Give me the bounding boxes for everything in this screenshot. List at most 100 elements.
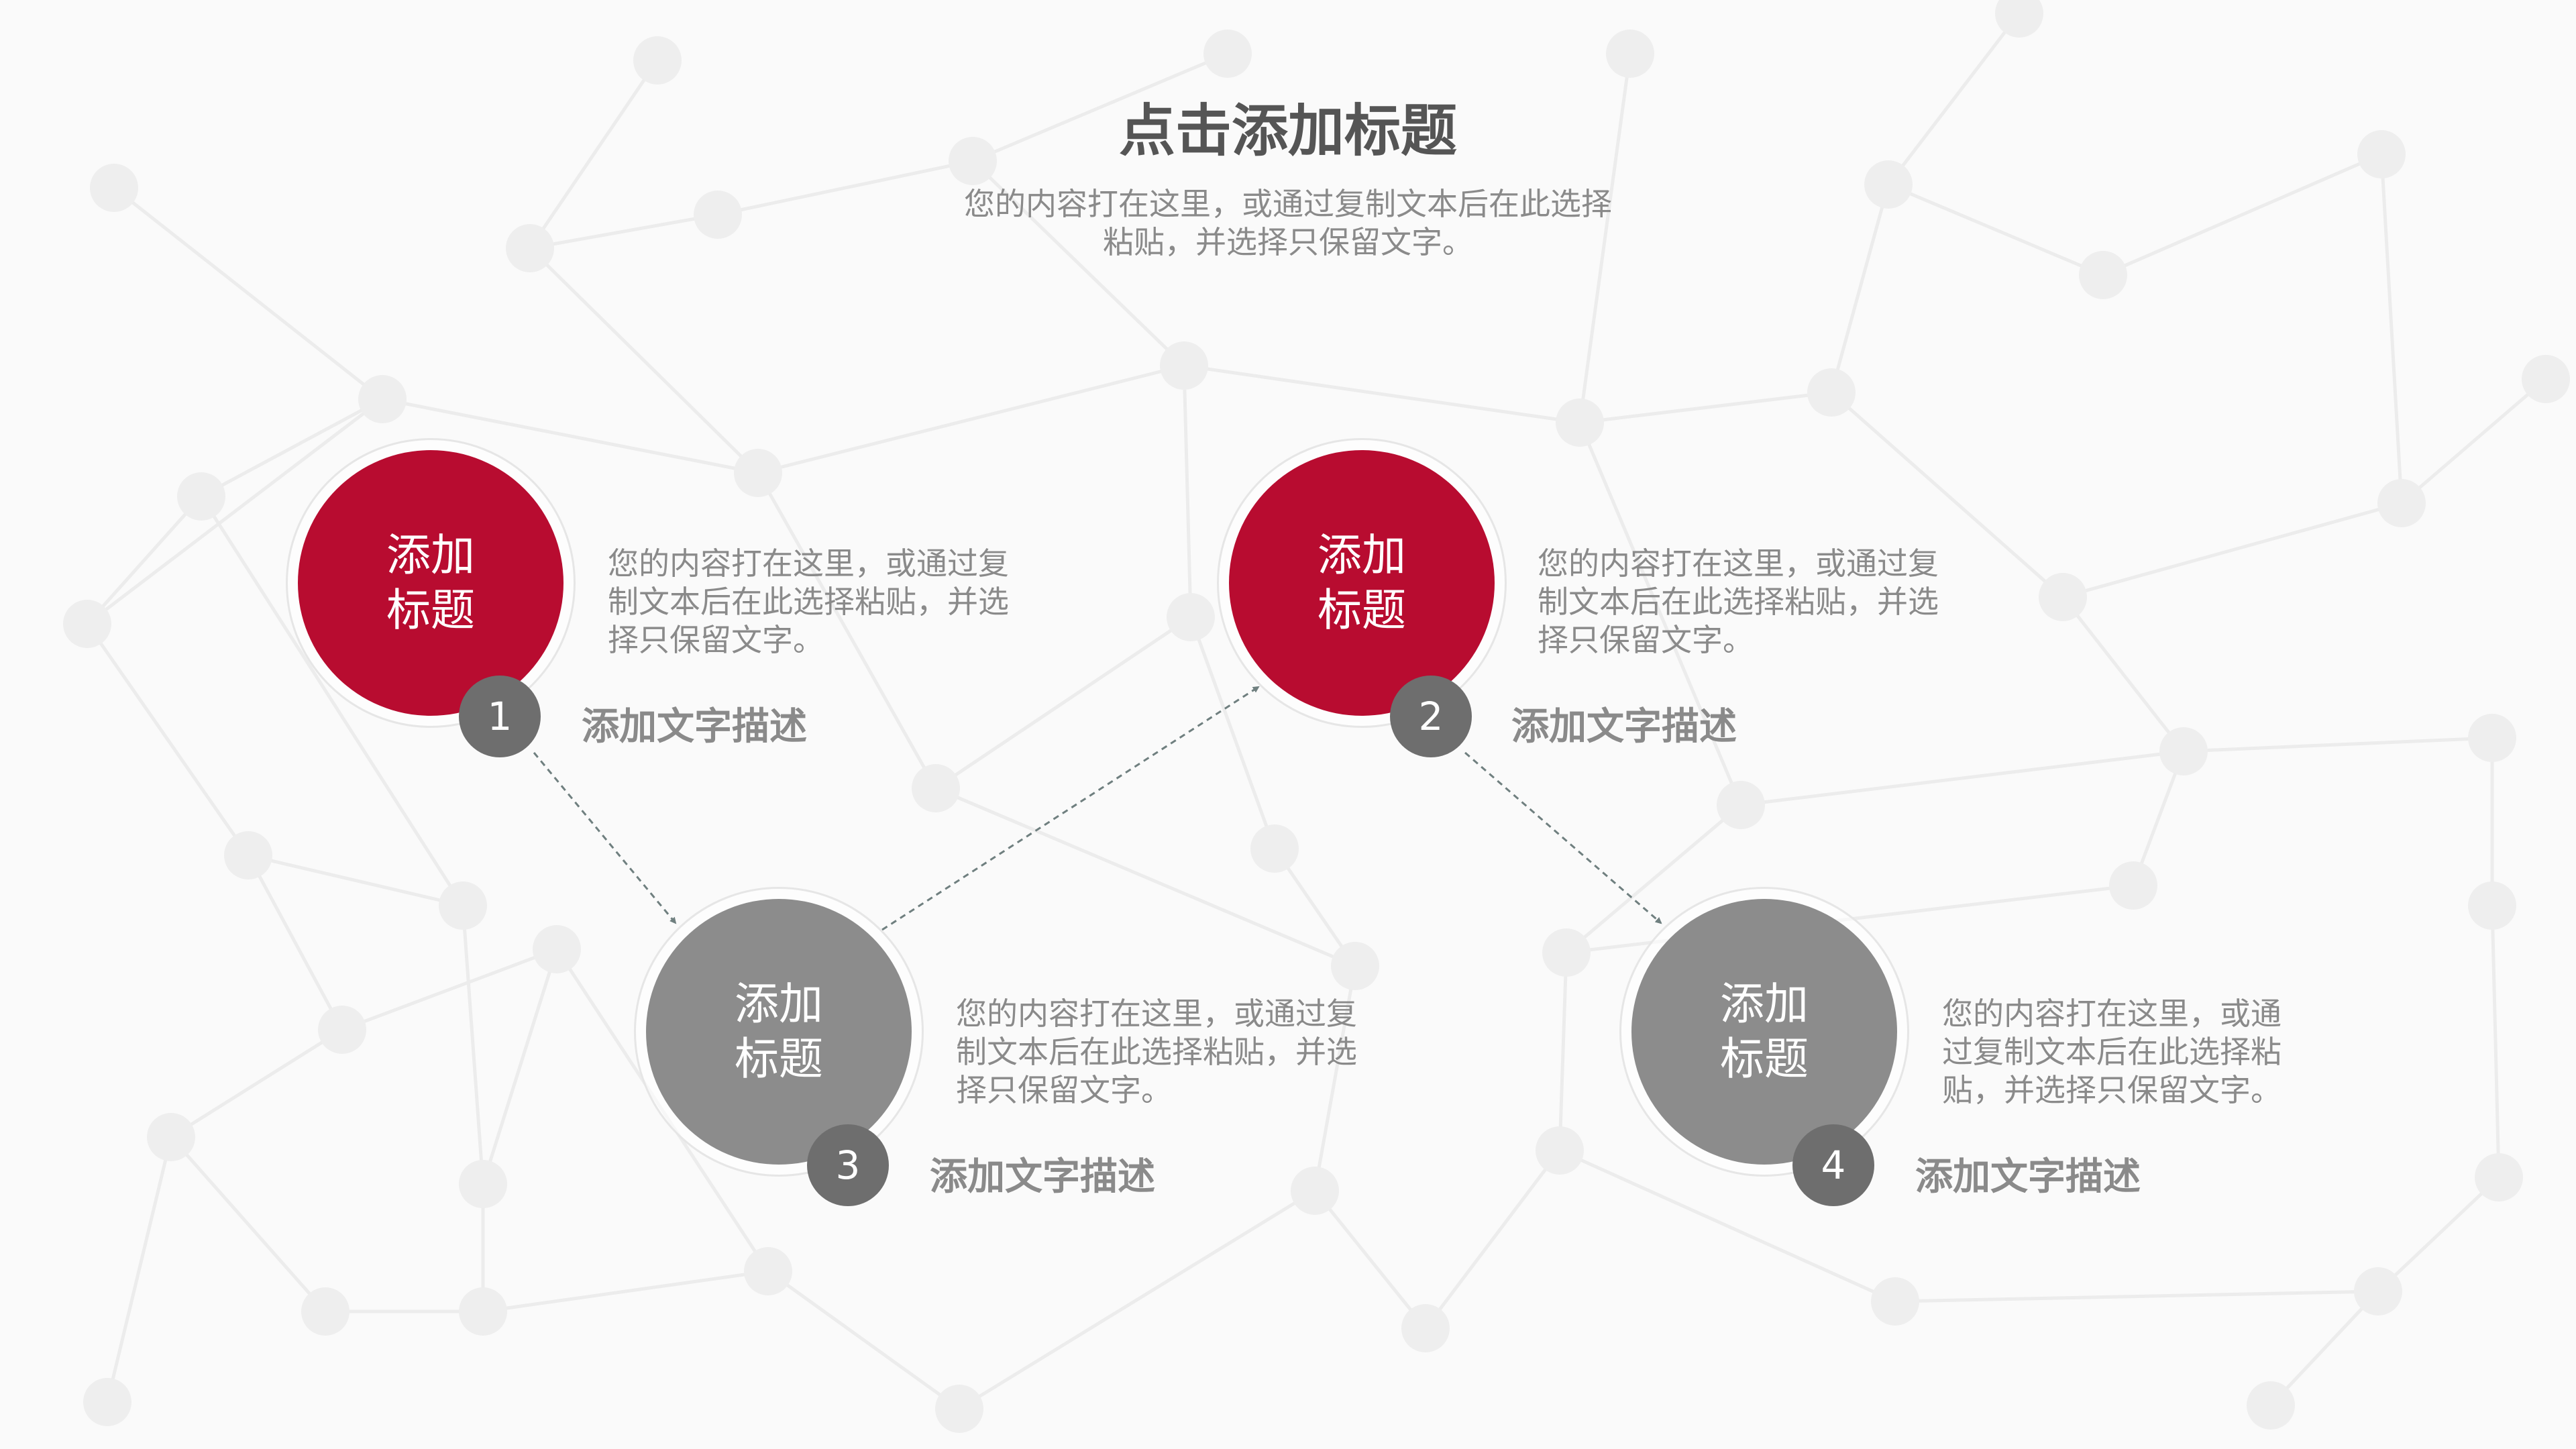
network-node [1331,942,1379,990]
network-node [224,831,272,879]
network-node [2039,573,2087,621]
network-node [2377,479,2426,527]
network-node [459,1160,507,1208]
page-subtitle: 您的内容打在这里，或通过复制文本后在此选择 粘贴，并选择只保留文字。 [964,186,1612,260]
network-line [2183,736,2493,753]
network-node [1167,593,1215,641]
network-line [2102,152,2382,277]
network-line [2377,1176,2500,1293]
network-line [934,615,1192,790]
network-node [1536,1126,1584,1175]
network-line [199,495,465,907]
network-node [694,191,742,239]
network-line [113,186,384,400]
network-node [2468,881,2516,930]
network-node [2475,1153,2523,1201]
step-title-circle[interactable]: 添加 标题 [646,899,912,1165]
step-label[interactable]: 添加文字描述 [1511,705,1737,749]
network-line [86,495,203,625]
network-node [147,1113,195,1161]
network-line [85,623,250,857]
network-node [506,224,554,272]
step-description[interactable]: 您的内容打在这里，或通过复 制文本后在此选择粘贴，并选 择只保留文字。 [1538,545,1939,658]
network-node [318,1006,366,1054]
network-node [1606,30,1654,78]
network-line [1313,1189,1427,1330]
network-line [105,1136,173,1403]
network-node [1995,0,2043,38]
network-line [1182,365,1193,618]
step-label[interactable]: 添加文字描述 [1915,1155,2141,1199]
network-line [529,213,718,250]
step-title-circle[interactable]: 添加 标题 [298,450,564,716]
network-node [2522,355,2570,403]
network-node [1807,368,1856,417]
network-node [1542,928,1591,977]
step-description[interactable]: 您的内容打在这里，或通过复 制文本后在此选择粘贴，并选 择只保留文字。 [956,996,1357,1108]
network-line [972,52,1228,163]
network-line [170,1136,327,1313]
network-node [439,881,487,930]
network-line [1740,749,2184,807]
network-line [1579,390,1832,425]
network-node [2109,861,2157,910]
step-title-circle[interactable]: 添加 标题 [1631,899,1897,1165]
network-line [200,397,384,498]
network-node [459,1287,507,1336]
step-label[interactable]: 添加文字描述 [582,705,807,749]
network-line [1183,364,1580,425]
network-node [177,472,225,521]
step-title-circle[interactable]: 添加 标题 [1229,450,1495,716]
network-line [2269,1290,2379,1407]
network-line [1894,1289,2379,1303]
network-line [1424,1149,1561,1330]
network-node [1871,1277,1919,1326]
network-line [1313,965,1357,1191]
page-title: 点击添加标题 [1118,98,1457,164]
network-node [2357,130,2406,178]
network-node [358,375,407,423]
network-line [767,1269,961,1411]
network-node [2468,714,2516,762]
step-description[interactable]: 您的内容打在这里，或通过复 制文本后在此选择粘贴，并选 择只保留文字。 [608,545,1009,658]
network-line [170,1028,343,1139]
network-node [1291,1167,1339,1215]
network-node [1556,398,1604,447]
network-node [949,137,997,185]
arrow-3-to-2 [881,686,1260,931]
network-node [533,925,581,973]
network-line [1565,804,1742,954]
network-line [246,854,344,1031]
network-node [935,1385,983,1433]
network-line [1888,182,2104,277]
network-node [1401,1304,1450,1352]
network-line [86,398,384,625]
network-line [528,59,659,250]
step-number-badge: 1 [459,676,541,757]
network-node [301,1287,350,1336]
network-line [2490,905,2501,1178]
network-line [757,364,1185,475]
network-node [744,1247,792,1295]
network-line [529,247,759,474]
network-node [1717,781,1765,829]
network-line [2379,154,2404,504]
network-line [1830,391,2064,598]
network-node [2159,727,2208,775]
step-label[interactable]: 添加文字描述 [930,1155,1155,1199]
network-node [90,164,138,212]
network-node [1864,160,1913,209]
network-node [1203,30,1252,78]
step-description[interactable]: 您的内容打在这里，或通 过复制文本后在此选择粘 贴，并选择只保留文字。 [1942,996,2282,1108]
network-line [935,786,1356,968]
network-line [1558,1148,1896,1303]
network-node [1250,824,1299,873]
step-number-badge: 3 [807,1124,889,1206]
network-line [1829,184,1890,393]
network-line [481,949,559,1185]
network-node [633,36,682,85]
network-line [1887,12,2021,186]
network-line [971,160,1185,367]
network-line [341,947,557,1032]
